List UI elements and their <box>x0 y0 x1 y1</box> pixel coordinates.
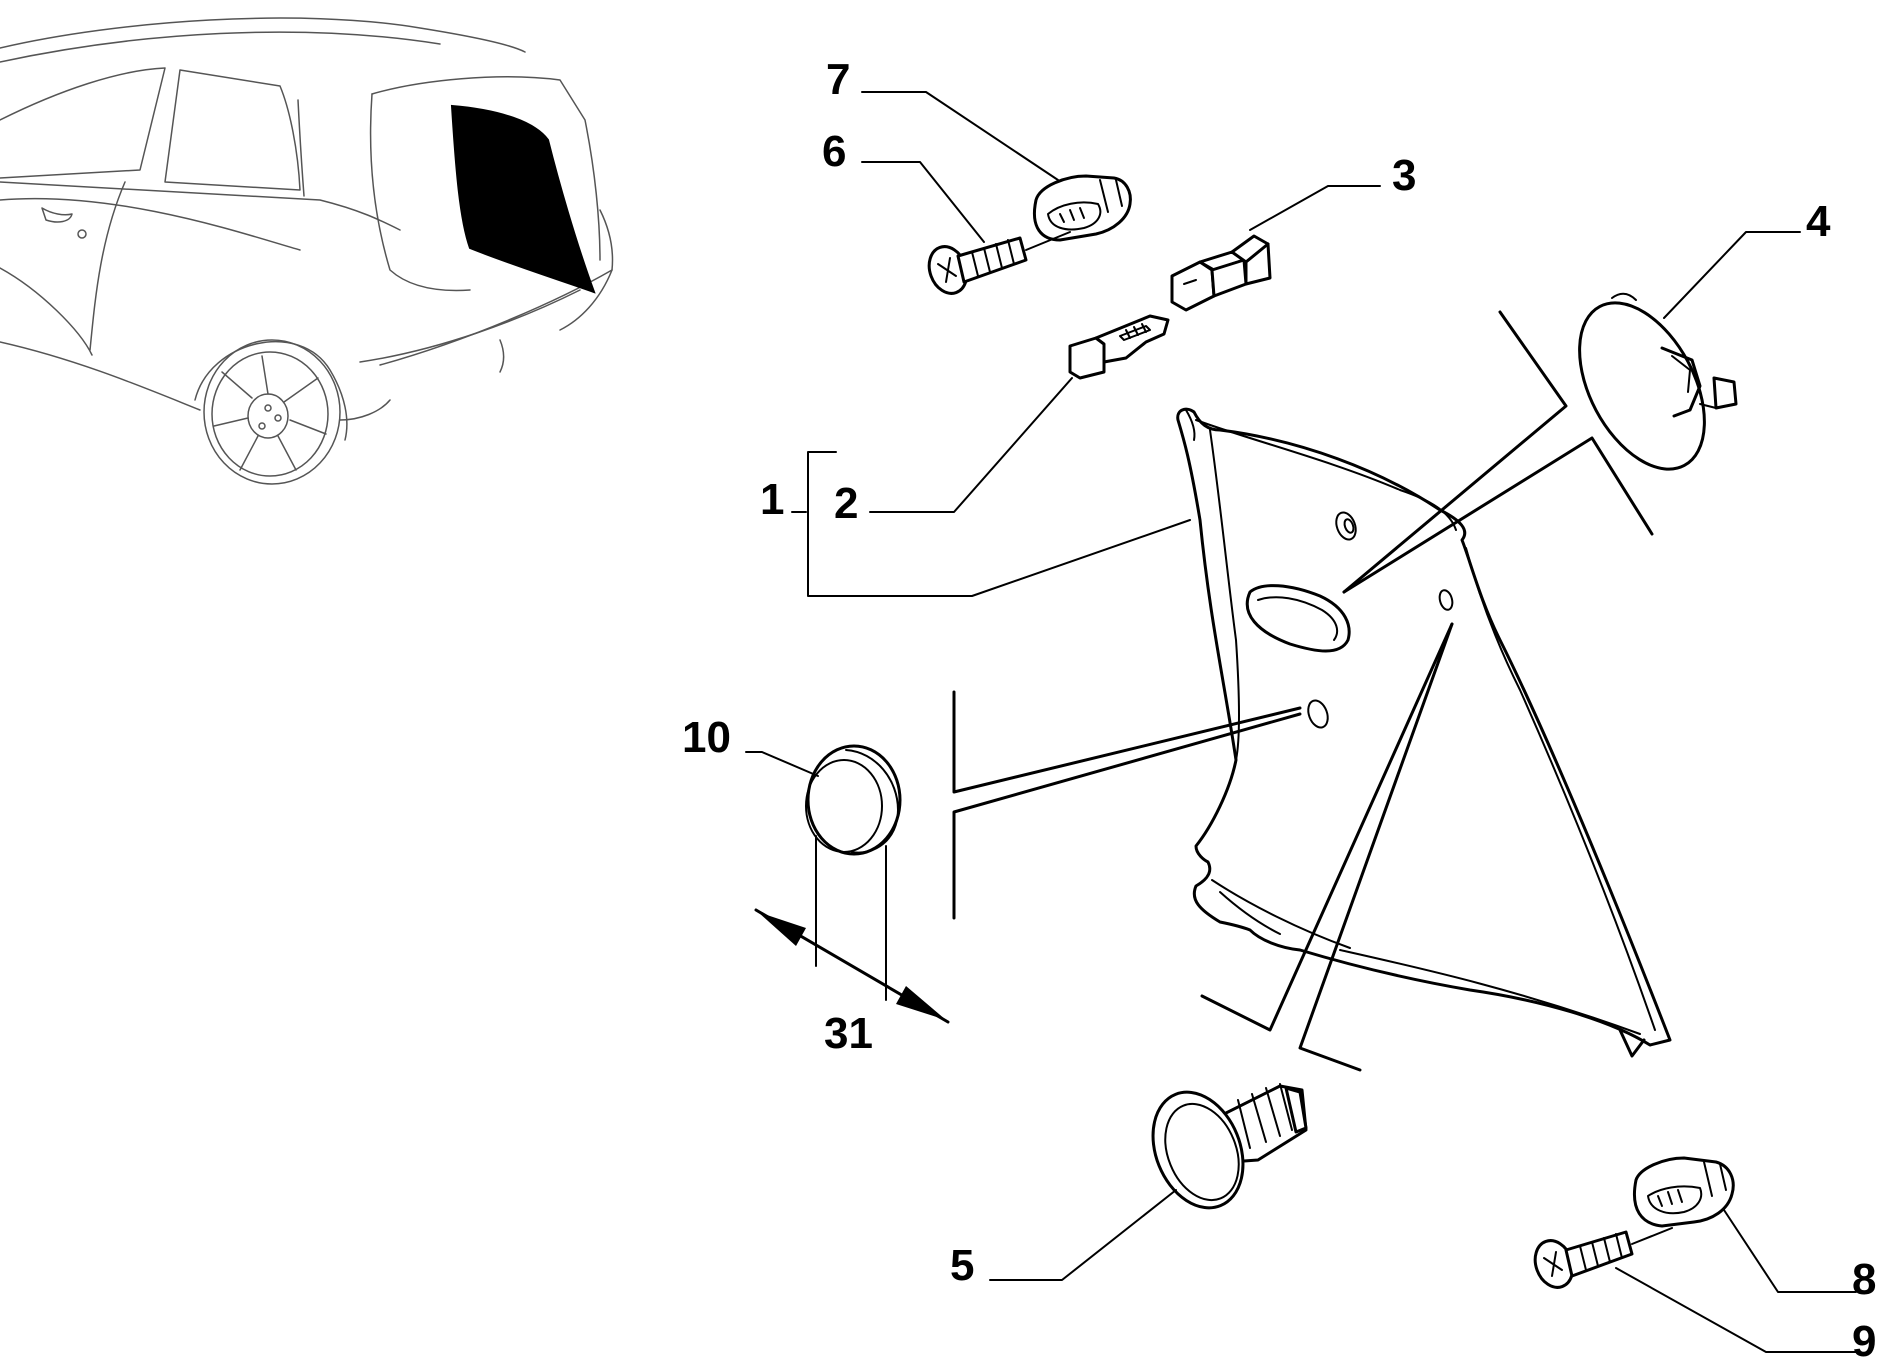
part-6-screw <box>927 231 1071 295</box>
dimension-arrow-left <box>758 912 806 946</box>
part-7-nut <box>1033 174 1132 242</box>
highlighted-quarter-glass <box>450 104 596 294</box>
dimension-value: 31 <box>824 1009 873 1058</box>
part-5-push-rivet <box>1151 1083 1308 1210</box>
car-overview-illustration <box>0 17 614 485</box>
callout-7: 7 <box>826 55 850 104</box>
callout-leaders <box>745 91 1857 1353</box>
callout-5: 5 <box>950 1241 974 1290</box>
part-4-round-cover <box>1578 292 1738 471</box>
callout-6: 6 <box>822 127 846 176</box>
dimension-arrow-right <box>896 986 946 1020</box>
quarter-trim-panel <box>1176 407 1672 1058</box>
part-2-clip <box>1068 314 1170 380</box>
part-9-screw <box>1533 1227 1673 1289</box>
callout-4: 4 <box>1806 197 1831 246</box>
callout-3: 3 <box>1392 151 1416 200</box>
part-10-plug <box>805 744 902 856</box>
dimension-31: 31 <box>754 835 950 1058</box>
part-8-nut <box>1633 1156 1735 1228</box>
assembly-lines <box>952 310 1654 1072</box>
callout-2: 2 <box>834 479 858 528</box>
callout-8: 8 <box>1852 1255 1876 1304</box>
callout-1: 1 <box>760 475 784 524</box>
callout-9: 9 <box>1852 1317 1876 1363</box>
callout-labels: 7 6 3 4 1 2 10 5 8 9 <box>682 55 1876 1363</box>
part-3-clip <box>1170 234 1272 312</box>
callout-10: 10 <box>682 713 731 762</box>
